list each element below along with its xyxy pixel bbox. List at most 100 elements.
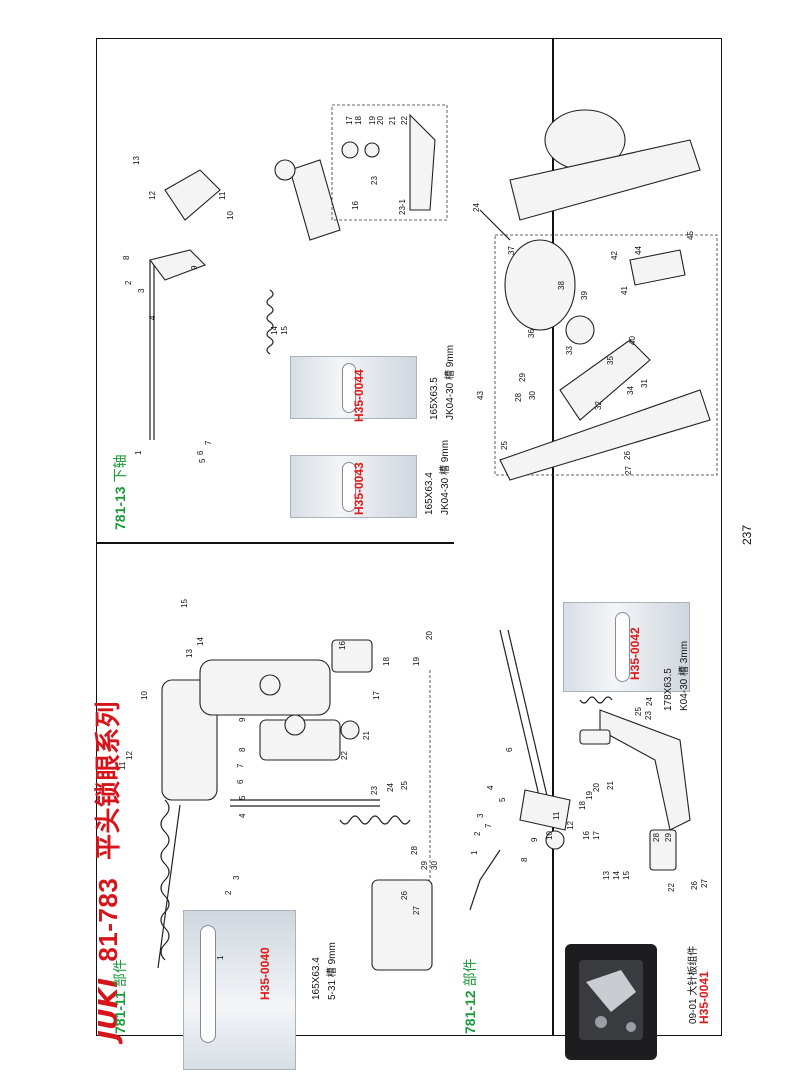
link-8 bbox=[149, 249, 206, 281]
part-number-s781_12-13: 14 bbox=[612, 871, 621, 880]
part-number-s781_13-30: 30 bbox=[528, 391, 537, 400]
part-number-s781_11-21: 22 bbox=[340, 751, 349, 760]
spring-long bbox=[157, 804, 181, 969]
part-number-s781_13-20: 21 bbox=[388, 116, 397, 125]
bushing-1 bbox=[259, 674, 281, 696]
section-title-781-12: 781-12部件 bbox=[460, 958, 480, 1034]
part-number-s781_12-20: 21 bbox=[606, 781, 615, 790]
spring-14 bbox=[266, 289, 274, 355]
part-number-s781_13-3: 4 bbox=[148, 315, 157, 320]
part-number-s781_13-45: 45 bbox=[686, 231, 695, 240]
photo-code: H35-0041 bbox=[697, 971, 711, 1024]
part-number-s781_12-16: 17 bbox=[592, 831, 601, 840]
part-number-s781_12-3: 4 bbox=[486, 785, 495, 790]
plate-slot bbox=[342, 462, 356, 512]
part-number-s781_11-16: 17 bbox=[372, 691, 381, 700]
leader-24 bbox=[479, 209, 511, 241]
part-number-s781_11-15: 16 bbox=[338, 641, 347, 650]
part-number-s781_11-9: 10 bbox=[140, 691, 149, 700]
part-number-s781_13-7: 8 bbox=[122, 255, 131, 260]
part-number-s781_11-11: 12 bbox=[125, 751, 134, 760]
needle-plate-photo bbox=[565, 944, 657, 1060]
part-number-s781_13-25: 25 bbox=[500, 441, 509, 450]
block-23 bbox=[579, 729, 611, 745]
assembly-guide bbox=[410, 670, 431, 881]
vertical-divider bbox=[552, 39, 554, 1036]
long-rod-6b bbox=[507, 629, 549, 801]
bracket-16 bbox=[289, 159, 341, 241]
page-number: 237 bbox=[740, 524, 754, 545]
knob-17 bbox=[274, 159, 296, 181]
part-number-s781_13-27: 27 bbox=[624, 466, 633, 475]
part-number-s781_13-15: 16 bbox=[351, 201, 360, 210]
part-number-s781_11-4: 5 bbox=[238, 795, 247, 800]
part-number-s781_12-10: 11 bbox=[552, 811, 561, 820]
part-number-s781_13-23: 23-1 bbox=[398, 198, 407, 215]
link-16 bbox=[331, 639, 373, 673]
part-number-s781_13-37: 37 bbox=[507, 246, 516, 255]
part-number-s781_13-29: 29 bbox=[518, 373, 527, 382]
part-number-s781_13-32: 32 bbox=[594, 401, 603, 410]
diagram-781-12 bbox=[469, 629, 691, 911]
part-number-s781_11-2: 3 bbox=[232, 875, 241, 880]
bracket-1 bbox=[519, 789, 571, 831]
part-number-s781_13-17: 18 bbox=[354, 116, 363, 125]
screw-22 bbox=[340, 720, 360, 740]
base-25 bbox=[499, 389, 711, 481]
part-number-s781_12-7: 8 bbox=[520, 857, 529, 862]
part-number-s781_13-39: 39 bbox=[580, 291, 589, 300]
section-label: 部件 bbox=[462, 958, 478, 987]
spring-24 bbox=[339, 815, 411, 825]
part-number-s781_13-31: 31 bbox=[640, 379, 649, 388]
disc-19 bbox=[364, 142, 380, 158]
part-number-s781_13-12: 13 bbox=[132, 156, 141, 165]
part-number-s781_12-0: 1 bbox=[470, 850, 479, 855]
bushing-2 bbox=[284, 714, 306, 736]
part-number-s781_12-22: 23 bbox=[644, 711, 653, 720]
part-number-s781_12-15: 16 bbox=[582, 831, 591, 840]
disc-18 bbox=[341, 141, 359, 159]
detail-box-bottom bbox=[494, 234, 718, 476]
part-number-s781_11-1: 2 bbox=[224, 890, 233, 895]
part-number-s781_11-28: 29 bbox=[420, 861, 429, 870]
part-number-s781_13-21: 22 bbox=[400, 116, 409, 125]
part-number-s781_12-12: 13 bbox=[602, 871, 611, 880]
part-number-s781_13-33: 33 bbox=[565, 346, 574, 355]
part-number-s781_13-4: 5 bbox=[198, 458, 207, 463]
detail-box-top bbox=[331, 104, 448, 221]
part-number-s781_12-28: 29 bbox=[664, 833, 673, 842]
part-number-s781_13-24: 24 bbox=[472, 203, 481, 212]
arm-21 bbox=[599, 709, 691, 831]
part-number-s781_13-44: 44 bbox=[634, 246, 643, 255]
part-number-s781_13-2: 3 bbox=[137, 288, 146, 293]
part-number-s781_13-0: 1 bbox=[134, 450, 143, 455]
part-number-s781_12-21: 22 bbox=[667, 883, 676, 892]
part-number-s781_13-22: 23 bbox=[370, 176, 379, 185]
part-number-s781_12-18: 19 bbox=[585, 791, 594, 800]
part-number-s781_11-23: 24 bbox=[386, 783, 395, 792]
gear-36 bbox=[565, 315, 595, 345]
part-number-s781_12-6: 7 bbox=[484, 823, 493, 828]
part-number-s781_13-38: 38 bbox=[557, 281, 566, 290]
cam-33 bbox=[559, 339, 651, 421]
part-number-s781_13-19: 20 bbox=[376, 116, 385, 125]
part-number-s781_11-22: 23 bbox=[370, 786, 379, 795]
part-number-s781_12-27: 28 bbox=[652, 833, 661, 842]
part-number-s781_12-9: 10 bbox=[545, 831, 554, 840]
part-number-s781_12-14: 15 bbox=[622, 871, 631, 880]
section-code: 781-13 bbox=[112, 486, 128, 530]
plate-22 bbox=[409, 113, 436, 211]
part-number-s781_13-10: 11 bbox=[218, 191, 227, 200]
part-number-s781_11-19: 20 bbox=[425, 631, 434, 640]
part-number-s781_13-41: 41 bbox=[620, 286, 629, 295]
long-rod-6 bbox=[499, 629, 541, 801]
part-number-s781_11-13: 14 bbox=[196, 637, 205, 646]
pulley-38 bbox=[504, 239, 576, 331]
part-number-s781_13-6: 7 bbox=[204, 440, 213, 445]
part-number-s781_11-12: 13 bbox=[185, 649, 194, 658]
part-number-s781_11-14: 15 bbox=[180, 599, 189, 608]
spring-20 bbox=[579, 696, 613, 704]
part-number-s781_11-5: 6 bbox=[236, 779, 245, 784]
diagram-781-11 bbox=[157, 639, 433, 971]
part-number-s781_11-0: 1 bbox=[216, 955, 225, 960]
